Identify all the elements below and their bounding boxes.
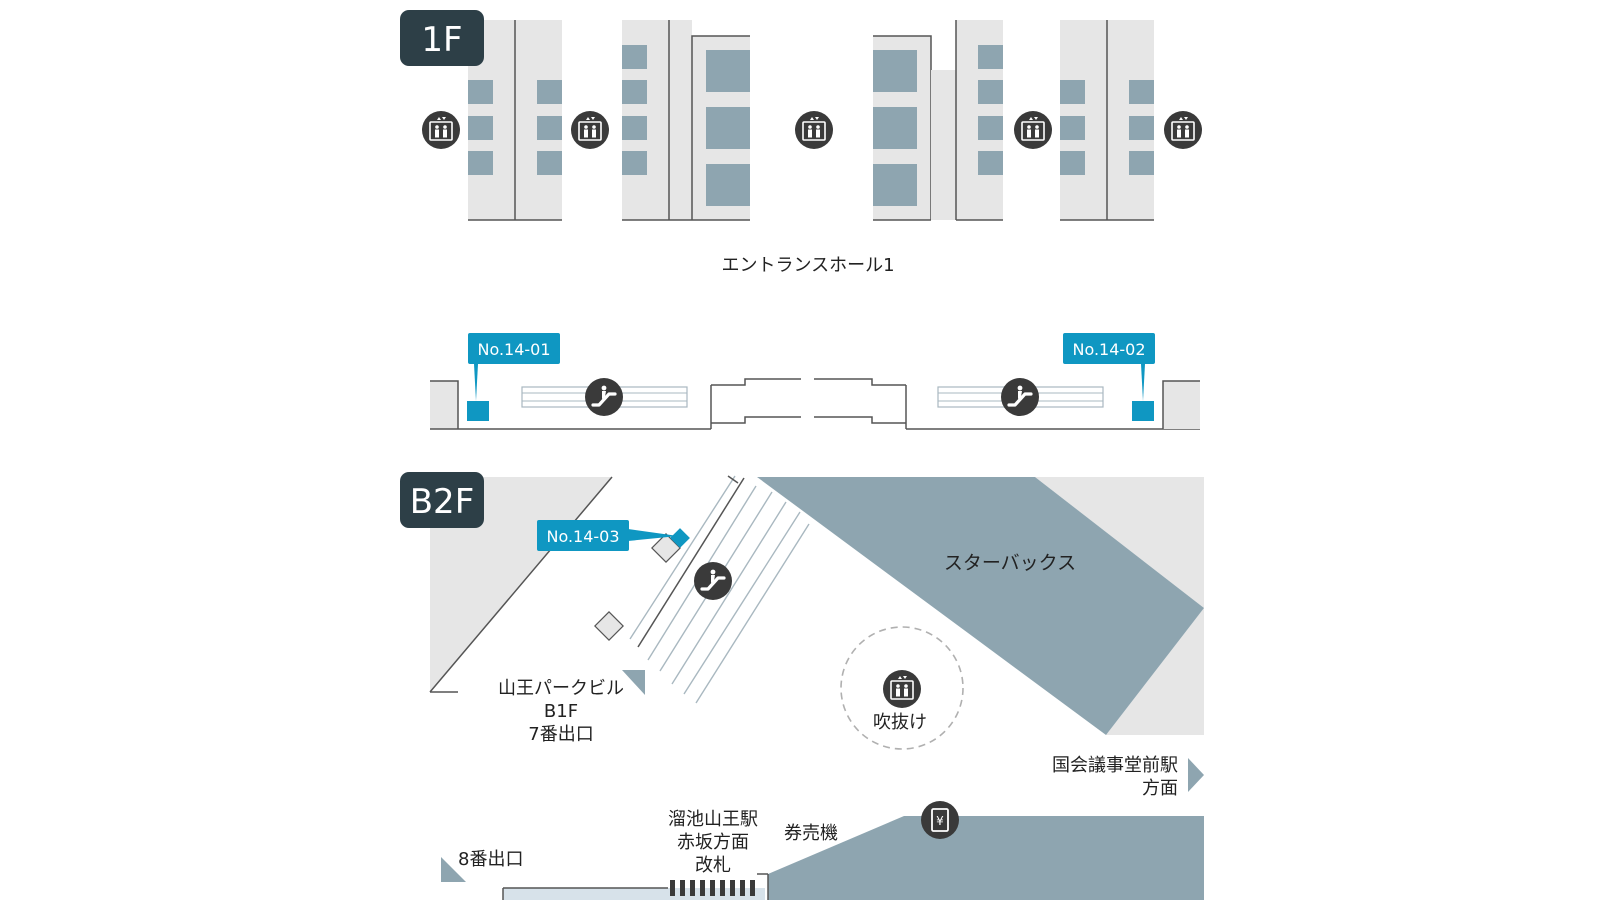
entrance-hall-label: エントランスホール1 (721, 255, 894, 276)
starbucks-label: スターバックス (944, 552, 1076, 574)
exit-7-label: 7番出口 (528, 724, 593, 745)
entrance-strip (430, 378, 1200, 430)
elevator-icon[interactable] (794, 110, 834, 150)
location-tag-14-03[interactable]: No.14-03 (537, 520, 690, 551)
ticket-machine-icon[interactable] (920, 800, 960, 840)
elevator-icon[interactable] (882, 669, 922, 709)
elevator-icon[interactable] (570, 110, 610, 150)
floor-b2f-plan (429, 475, 1204, 900)
floor-label-b2f: B2F (410, 482, 475, 522)
gate-label: 改札 (695, 855, 731, 876)
exit-8-label: 8番出口 (458, 849, 523, 870)
elevator-icon[interactable] (421, 110, 461, 150)
elevator-icon[interactable] (1163, 110, 1203, 150)
tag-label: No.14-02 (1072, 340, 1145, 359)
floor-badge-b2f: B2F (400, 472, 484, 528)
tag-label: No.14-01 (477, 340, 550, 359)
atrium-label: 吹抜け (873, 712, 927, 733)
gate-station-label: 溜池山王駅 (668, 809, 758, 830)
gate-direction-label: 赤坂方面 (677, 832, 749, 853)
elevator-icon[interactable] (1013, 110, 1053, 150)
escalator-icon[interactable] (1000, 377, 1040, 417)
kokkai-direction-sub: 方面 (1142, 778, 1178, 799)
escalator-icon[interactable] (693, 561, 733, 601)
floor-badge-1f: 1F (400, 10, 484, 66)
kokkai-direction-label: 国会議事堂前駅 (1052, 755, 1178, 776)
ticket-machine-label: 券売機 (784, 823, 838, 844)
floor-1f-plan (468, 20, 1154, 221)
sanno-floor-label: B1F (544, 701, 578, 722)
tag-label: No.14-03 (546, 527, 619, 546)
location-tag-14-02[interactable]: No.14-02 (1063, 333, 1155, 421)
location-tag-14-01[interactable]: No.14-01 (467, 333, 560, 421)
ticket-gates (670, 880, 755, 896)
floor-label-1f: 1F (421, 20, 462, 60)
sanno-park-label: 山王パークビル (498, 678, 624, 699)
escalator-icon[interactable] (584, 377, 624, 417)
